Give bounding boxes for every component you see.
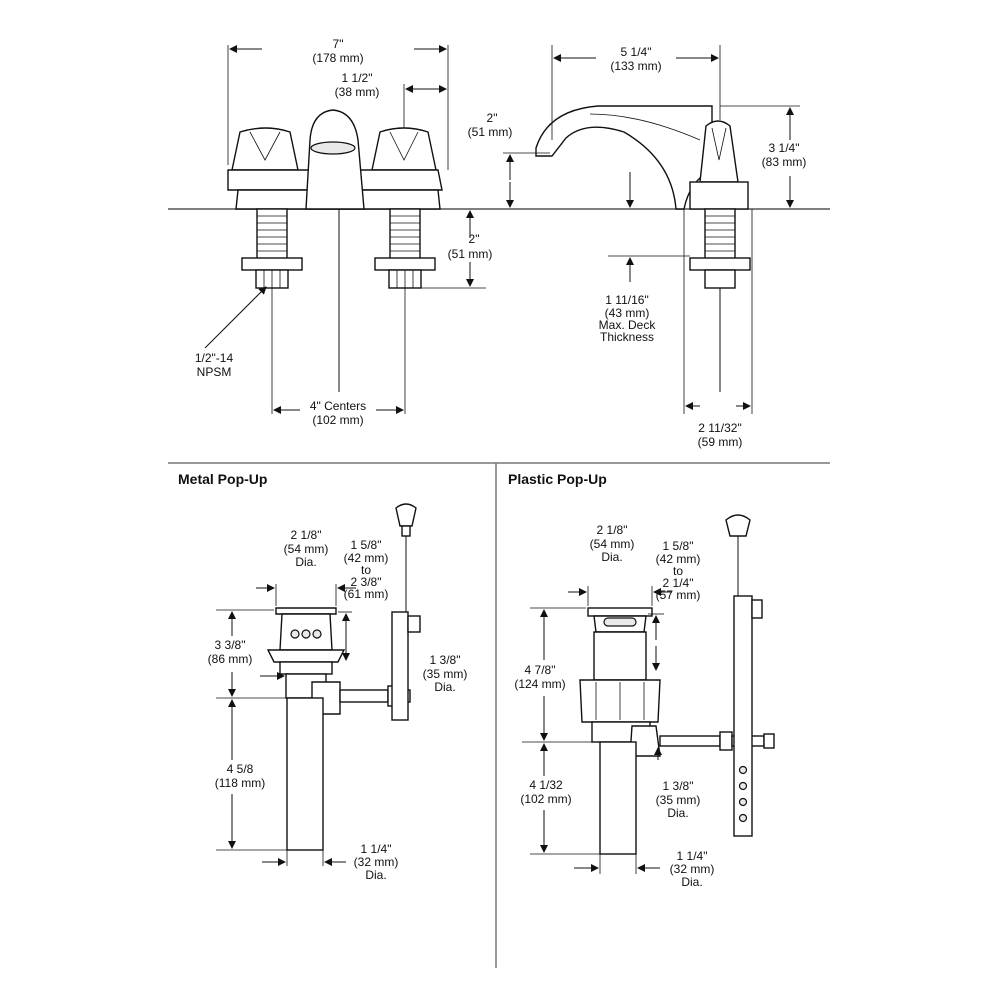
- svg-text:2 3/8": 2 3/8": [351, 575, 382, 589]
- svg-text:Dia.: Dia.: [601, 550, 622, 564]
- plastic-lift-range-label: 1 5/8": [663, 539, 694, 553]
- metal-popup-section: Metal Pop-Up 2 1/8" (54 mm) Dia.: [178, 471, 467, 882]
- svg-text:(133 mm): (133 mm): [610, 59, 661, 73]
- metal-body-height-label: 3 3/8": [215, 638, 246, 652]
- svg-text:(51 mm): (51 mm): [448, 247, 493, 261]
- svg-text:NPSM: NPSM: [197, 365, 232, 379]
- faucet-side-view: 5 1/4" (133 mm) 2" (51 mm) 3 1/4" (83 mm…: [468, 45, 807, 449]
- svg-text:(118 mm): (118 mm): [215, 776, 265, 790]
- svg-text:(102 mm): (102 mm): [312, 413, 363, 427]
- svg-text:(51 mm): (51 mm): [468, 125, 513, 139]
- faucet-front-view: 7" (178 mm) 1 1/2" (38 mm) 2" (51 mm) 1/…: [168, 37, 830, 427]
- plastic-tailpiece-length-label: 4 1/32: [529, 778, 563, 792]
- svg-text:to: to: [673, 564, 683, 578]
- svg-text:(61 mm): (61 mm): [344, 587, 389, 601]
- plastic-popup-section: Plastic Pop-Up 2 1/8" (54 mm): [508, 471, 775, 889]
- shank-length-label: 2": [469, 232, 480, 246]
- svg-text:to: to: [361, 563, 371, 577]
- svg-text:(35 mm): (35 mm): [423, 667, 468, 681]
- svg-text:2 1/4": 2 1/4": [663, 576, 694, 590]
- side-shank: [689, 208, 751, 289]
- center-spout: [305, 109, 365, 210]
- svg-text:(59 mm): (59 mm): [698, 435, 743, 449]
- metal-flange: [275, 607, 337, 615]
- left-handle: [231, 127, 299, 171]
- overall-width-label: 7": [333, 37, 344, 51]
- svg-text:(54 mm): (54 mm): [284, 542, 329, 556]
- plastic-tailpiece-dia-label: 1 1/4": [677, 849, 708, 863]
- svg-text:(32 mm): (32 mm): [670, 862, 715, 876]
- plastic-popup-title: Plastic Pop-Up: [508, 471, 607, 487]
- svg-text:Max. Deck: Max. Deck: [599, 318, 657, 332]
- plastic-body-height-label: 4 7/8": [525, 663, 556, 677]
- side-spout: [535, 105, 713, 210]
- svg-text:(86 mm): (86 mm): [208, 652, 253, 666]
- svg-text:Dia.: Dia.: [434, 680, 455, 694]
- right-shank: [374, 208, 436, 289]
- thread-leader: [204, 286, 267, 349]
- overall-height-label: 3 1/4": [769, 141, 800, 155]
- plastic-pivot-dia-label: 1 3/8": [663, 779, 694, 793]
- metal-flange-dia-label: 2 1/8": [291, 528, 322, 542]
- metal-tailpiece-dia-label: 1 1/4": [361, 842, 392, 856]
- base-depth-label: 2 11/32": [698, 421, 741, 435]
- svg-text:(32 mm): (32 mm): [354, 855, 399, 869]
- svg-text:Dia.: Dia.: [365, 868, 386, 882]
- svg-text:(54 mm): (54 mm): [590, 537, 635, 551]
- svg-text:(42 mm): (42 mm): [344, 551, 389, 565]
- metal-lift-range-label: 1 5/8": [351, 538, 382, 552]
- svg-text:(42 mm): (42 mm): [656, 552, 701, 566]
- plastic-flange: [587, 607, 653, 617]
- left-shank: [241, 208, 303, 289]
- plastic-flange-dia-label: 2 1/8": [597, 523, 628, 537]
- deck-thickness-label: 1 11/16": [605, 293, 648, 307]
- metal-popup-title: Metal Pop-Up: [178, 471, 267, 487]
- plastic-strap: [733, 595, 753, 837]
- svg-text:(35 mm): (35 mm): [656, 793, 701, 807]
- metal-tailpiece: [286, 697, 324, 851]
- svg-text:(178 mm): (178 mm): [312, 51, 363, 65]
- svg-text:Dia.: Dia.: [295, 555, 316, 569]
- thread-spec-label: 1/2"-14: [195, 351, 234, 365]
- plastic-tailpiece: [599, 741, 637, 855]
- svg-text:Thickness: Thickness: [600, 330, 654, 344]
- svg-text:(43 mm): (43 mm): [605, 306, 650, 320]
- handle-offset-label: 1 1/2": [342, 71, 373, 85]
- outlet-height-label: 2": [487, 111, 498, 125]
- side-handle: [699, 120, 739, 183]
- metal-pivot-dia-label: 1 3/8": [430, 653, 461, 667]
- svg-text:Dia.: Dia.: [667, 806, 688, 820]
- svg-text:(38 mm): (38 mm): [335, 85, 380, 99]
- svg-text:(57 mm): (57 mm): [656, 588, 701, 602]
- centers-label: 4" Centers: [310, 399, 366, 413]
- right-handle: [371, 127, 437, 171]
- svg-text:Dia.: Dia.: [681, 875, 702, 889]
- svg-text:(102 mm): (102 mm): [520, 792, 571, 806]
- metal-strap: [391, 611, 409, 721]
- spout-reach-label: 5 1/4": [621, 45, 652, 59]
- metal-tailpiece-length-label: 4 5/8: [227, 762, 254, 776]
- svg-text:(83 mm): (83 mm): [762, 155, 807, 169]
- svg-text:(124 mm): (124 mm): [514, 677, 565, 691]
